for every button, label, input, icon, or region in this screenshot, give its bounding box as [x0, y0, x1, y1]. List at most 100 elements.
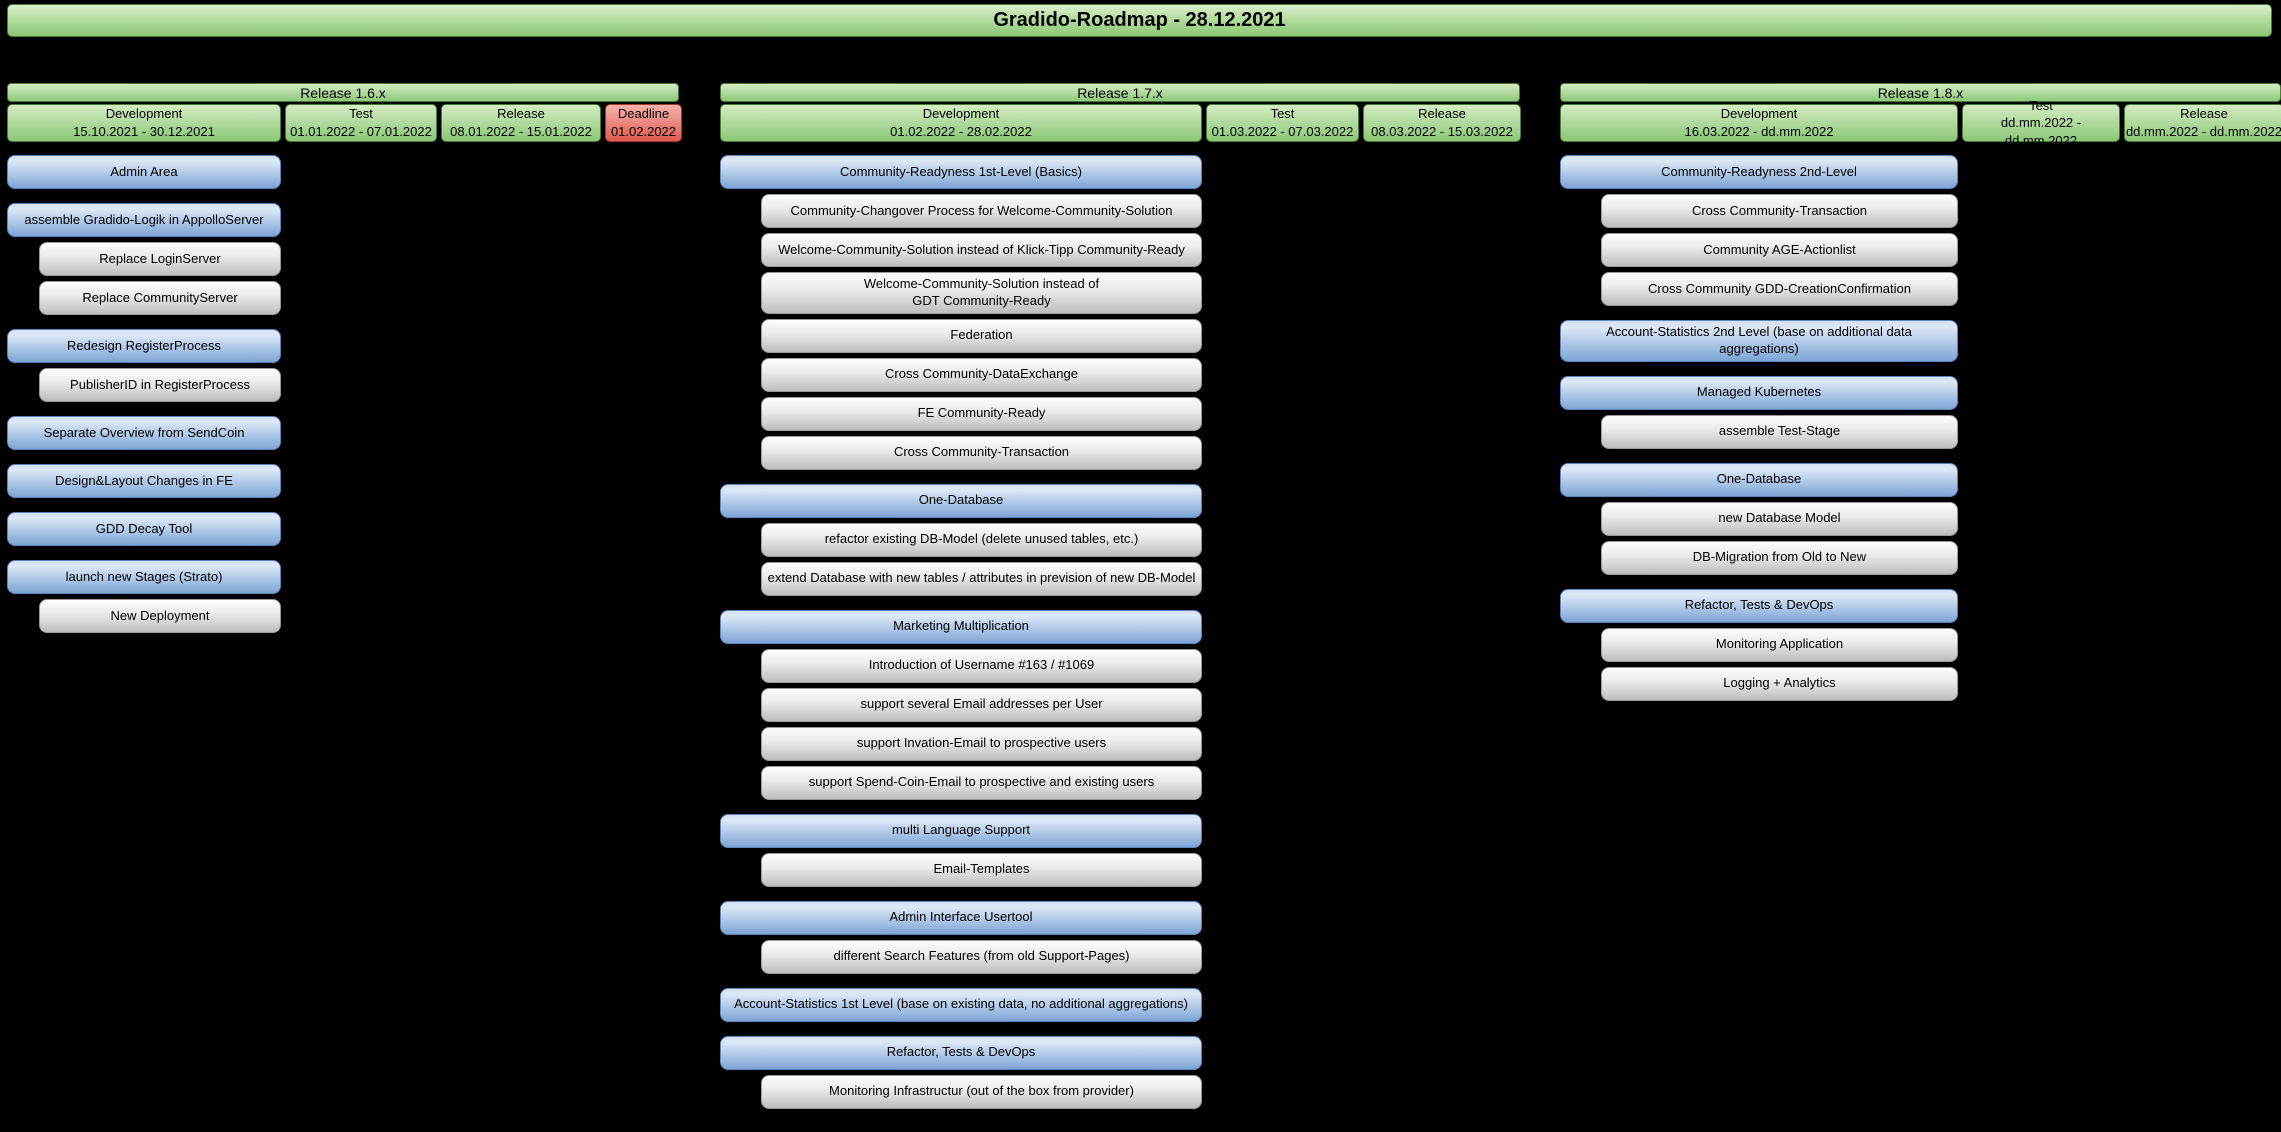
release-1-7-section: Release 1.7.x Development 01.02.2022 - 2… [720, 83, 1521, 1109]
task-group: Community-Readyness 1st-Level (Basics) C… [720, 155, 1202, 470]
task-box: Community-Changover Process for Welcome-… [761, 194, 1202, 228]
task-group: Account-Statistics 1st Level (base on ex… [720, 987, 1202, 1022]
task-box: different Search Features (from old Supp… [761, 939, 1202, 974]
epic-box: Refactor, Tests & DevOps [1560, 588, 1958, 623]
epic-box: Marketing Multiplication [720, 609, 1202, 644]
epic-box: Account-Statistics 2nd Level (base on ad… [1560, 320, 1958, 362]
release-1-7-header: Release 1.7.x [720, 83, 1520, 102]
task-group: Community-Readyness 2nd-Level Cross Comm… [1560, 155, 1958, 306]
epic-box: Community-Readyness 2nd-Level [1560, 155, 1958, 189]
task-box: FE Community-Ready [761, 396, 1202, 431]
epic-box: Admin Area [7, 155, 281, 189]
phase-development: Development 01.02.2022 - 28.02.2022 [720, 104, 1202, 142]
phase-label: Test [349, 106, 373, 122]
epic-box: Community-Readyness 1st-Level (Basics) [720, 155, 1202, 189]
task-box: New Deployment [39, 599, 281, 633]
phase-dates: dd.mm.2022 - dd.mm.2022 [2125, 124, 2281, 139]
task-box: Replace LoginServer [39, 242, 281, 276]
release-1-7-tasks: Community-Readyness 1st-Level (Basics) C… [720, 155, 1202, 1109]
page-title: Gradido-Roadmap - 28.12.2021 [7, 4, 2272, 37]
phase-deadline: Deadline 01.02.2022 [605, 104, 682, 142]
task-box: Cross Community-Transaction [761, 435, 1202, 470]
task-box: Federation [761, 318, 1202, 353]
phase-release: Release 08.03.2022 - 15.03.2022 [1363, 104, 1521, 142]
phase-label: Release [497, 106, 545, 122]
release-1-8-tasks: Community-Readyness 2nd-Level Cross Comm… [1560, 155, 1958, 701]
phase-dates: 15.10.2021 - 30.12.2021 [73, 124, 215, 139]
release-1-8-section: Release 1.8.x Development 16.03.2022 - d… [1560, 83, 2281, 701]
phase-label: Release [1418, 106, 1466, 122]
release-1-7-phases: Development 01.02.2022 - 28.02.2022 Test… [720, 104, 1521, 142]
task-box: Email-Templates [761, 852, 1202, 887]
epic-box: One-Database [1560, 462, 1958, 497]
phase-label: Development [105, 106, 183, 122]
phase-dates: 16.03.2022 - dd.mm.2022 [1684, 124, 1834, 139]
task-box: Welcome-Community-Solution instead of Kl… [761, 233, 1202, 267]
phase-label: Development [922, 106, 1000, 122]
task-group: Managed Kubernetes assemble Test-Stage [1560, 375, 1958, 449]
phase-label: Test [1270, 106, 1295, 122]
phase-dates: 08.01.2022 - 15.01.2022 [450, 124, 592, 139]
task-box: Community AGE-Actionlist [1601, 233, 1958, 267]
task-box: Logging + Analytics [1601, 666, 1958, 701]
task-box: Introduction of Username #163 / #1069 [761, 648, 1202, 683]
phase-release: Release 08.01.2022 - 15.01.2022 [441, 104, 601, 142]
task-group: Design&Layout Changes in FE [7, 464, 281, 498]
phase-label: Deadline [617, 106, 670, 122]
phase-dates: 01.03.2022 - 07.03.2022 [1211, 124, 1354, 139]
task-box: PublisherID in RegisterProcess [39, 368, 281, 402]
task-group: One-Database new Database Model DB-Migra… [1560, 462, 1958, 575]
phase-dates: 01.02.2022 [610, 124, 677, 139]
phase-dates: 01.01.2022 - 07.01.2022 [290, 124, 432, 139]
task-box: support several Email addresses per User [761, 687, 1202, 722]
phase-label: Release [2180, 106, 2228, 122]
phase-label: Test [2029, 97, 2053, 113]
release-1-6-section: Release 1.6.x Development 15.10.2021 - 3… [7, 83, 682, 633]
task-group: assemble Gradido-Logik in AppolloServer … [7, 203, 281, 315]
epic-box: launch new Stages (Strato) [7, 560, 281, 594]
task-box: new Database Model [1601, 501, 1958, 536]
task-group: GDD Decay Tool [7, 512, 281, 546]
epic-box: assemble Gradido-Logik in AppolloServer [7, 203, 281, 237]
task-box: support Invation-Email to prospective us… [761, 726, 1202, 761]
task-group: Refactor, Tests & DevOps Monitoring Appl… [1560, 588, 1958, 701]
task-box: Welcome-Community-Solution instead of GD… [761, 272, 1202, 314]
task-group: Separate Overview from SendCoin [7, 416, 281, 450]
task-box: Monitoring Application [1601, 627, 1958, 662]
epic-box: Admin Interface Usertool [720, 900, 1202, 935]
task-box: Cross Community-DataExchange [761, 357, 1202, 392]
task-box: extend Database with new tables / attrib… [761, 561, 1202, 596]
task-box: Cross Community GDD-CreationConfirmation [1601, 272, 1958, 306]
phase-release: Release dd.mm.2022 - dd.mm.2022 [2124, 104, 2281, 142]
task-box: refactor existing DB-Model (delete unuse… [761, 522, 1202, 557]
phase-test: Test dd.mm.2022 - dd.mm.2022 [1962, 98, 2120, 148]
epic-box: Account-Statistics 1st Level (base on ex… [720, 987, 1202, 1022]
phase-label: Development [1720, 106, 1798, 122]
task-box: assemble Test-Stage [1601, 414, 1958, 449]
task-box: Monitoring Infrastructur (out of the box… [761, 1074, 1202, 1109]
phase-dates: 08.03.2022 - 15.03.2022 [1371, 124, 1513, 139]
phase-development: Development 15.10.2021 - 30.12.2021 [7, 104, 281, 142]
release-1-6-header: Release 1.6.x [7, 83, 679, 102]
epic-box: Redesign RegisterProcess [7, 329, 281, 363]
task-group: Marketing Multiplication Introduction of… [720, 609, 1202, 800]
task-group: One-Database refactor existing DB-Model … [720, 483, 1202, 596]
task-group: Refactor, Tests & DevOps Monitoring Infr… [720, 1035, 1202, 1109]
epic-box: multi Language Support [720, 813, 1202, 848]
epic-box: Managed Kubernetes [1560, 375, 1958, 410]
phase-test: Test 01.03.2022 - 07.03.2022 [1206, 104, 1359, 142]
epic-box: One-Database [720, 483, 1202, 518]
task-box: Replace CommunityServer [39, 281, 281, 315]
epic-box: Design&Layout Changes in FE [7, 464, 281, 498]
phase-test: Test 01.01.2022 - 07.01.2022 [285, 104, 437, 142]
epic-box: GDD Decay Tool [7, 512, 281, 546]
release-1-6-phases: Development 15.10.2021 - 30.12.2021 Test… [7, 104, 682, 142]
task-group: Admin Interface Usertool different Searc… [720, 900, 1202, 974]
phase-dates: 01.02.2022 - 28.02.2022 [890, 124, 1032, 139]
task-group: Account-Statistics 2nd Level (base on ad… [1560, 320, 1958, 362]
task-box: support Spend-Coin-Email to prospective … [761, 765, 1202, 800]
task-group: launch new Stages (Strato) New Deploymen… [7, 560, 281, 633]
release-1-8-header: Release 1.8.x [1560, 83, 2281, 102]
release-1-8-phases: Development 16.03.2022 - dd.mm.2022 Test… [1560, 98, 2281, 148]
task-group: Admin Area [7, 155, 281, 189]
